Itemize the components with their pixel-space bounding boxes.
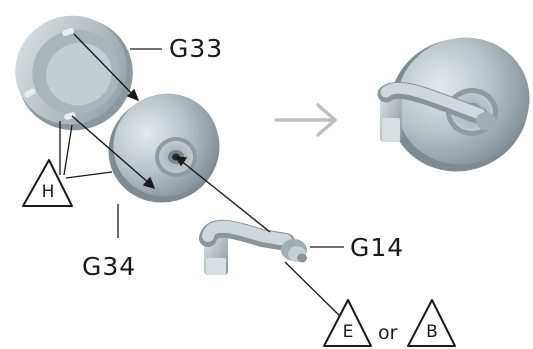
arrow-right-icon [274,103,337,137]
or-text: or [378,322,398,344]
marker-h-letter: H [41,182,55,202]
label-g33: G33 [169,34,224,63]
marker-e-letter: E [342,322,354,342]
assembly-arrows [71,33,271,233]
assembled-wheel [377,37,530,172]
callout-lines [59,48,347,323]
warning-triangle-icon [22,159,456,347]
part-g33-tire-half [15,15,133,131]
marker-b-letter: B [426,322,438,342]
label-g34: G34 [82,252,137,281]
label-g14: G14 [350,233,405,262]
part-g34-tire-half [108,93,220,203]
part-g14-strut [199,219,307,275]
